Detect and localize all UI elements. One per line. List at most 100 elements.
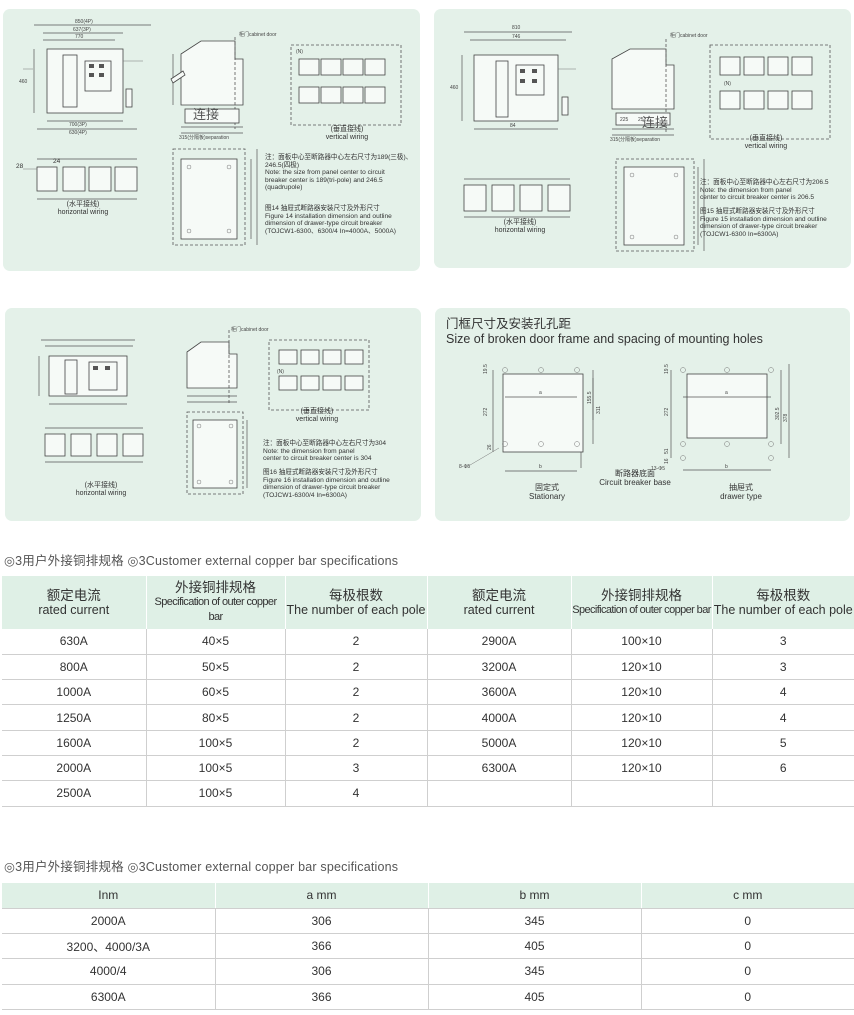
section2-title: ◎3用户外接铜排规格 ◎3Customer external copper ba… bbox=[4, 860, 399, 874]
door-frame-panel: 门框尺寸及安装孔孔距 Size of broken door frame and… bbox=[435, 308, 850, 521]
figure-16-drawing: 柜门cabinet door (N) bbox=[38, 326, 370, 495]
vertical-wiring-label: (垂直接线) vertical wiring bbox=[744, 135, 788, 150]
figure-16-caption: 图16 抽屉式断路器安装尺寸及外形尺寸 Figure 16 installati… bbox=[263, 469, 390, 499]
horizontal-wiring-label: (水平接线) horizontal wiring bbox=[75, 482, 127, 497]
dim-460-label: 460 bbox=[450, 85, 459, 91]
door-frame-drawing: a b 19.5 272 155.5 311 26 8-Φ5 a b 19.5 … bbox=[459, 364, 790, 472]
dim-26-left: 26 bbox=[487, 444, 493, 450]
figure-14-note: 注：面板中心至断路器中心左右尺寸为189(三极)、 246.5(四极) Note… bbox=[265, 154, 413, 192]
figure-14-panel: 850(4P) 637(3P) 770 700(3P) 630(4P) 460 … bbox=[3, 9, 420, 271]
dim-272-left: 272 bbox=[483, 407, 489, 416]
figure-16-note: 注：面板中心至断路器中心左右尺寸为304 Note: the dimension… bbox=[263, 440, 387, 463]
dim-630-label: 630(4P) bbox=[69, 130, 87, 136]
vertical-wiring-diagram bbox=[290, 44, 402, 126]
horizontal-wiring-diagram bbox=[463, 178, 571, 218]
horizontal-wiring-label: (水平接线) horizontal wiring bbox=[494, 219, 546, 234]
section1-title: ◎3用户外接铜排规格 ◎3Customer external copper ba… bbox=[4, 554, 399, 568]
front-view bbox=[461, 31, 576, 130]
dim-311-left: 311 bbox=[596, 406, 602, 414]
horizontal-wiring-diagram bbox=[23, 158, 138, 200]
breaker-base-label: 断路器底面 Circuit breaker base bbox=[599, 469, 671, 487]
cabinet-door-label: 柜门cabinet door bbox=[670, 32, 708, 39]
dim-770-label: 770 bbox=[75, 34, 84, 40]
header-inm: Inm bbox=[2, 883, 216, 909]
dim-460-label: 460 bbox=[19, 79, 28, 85]
dim-16-right: 16 bbox=[664, 458, 670, 464]
horizontal-wiring-label: (水平接线) horizontal wiring bbox=[57, 201, 109, 216]
frame-dimension-table-header: Inm a mm b mm c mm bbox=[2, 883, 854, 909]
neutral-mark: (N) bbox=[277, 369, 284, 375]
front-view bbox=[23, 24, 151, 130]
figure-16-panel: 柜门cabinet door (N) bbox=[5, 308, 421, 521]
header-a-mm: a mm bbox=[215, 883, 429, 909]
dim-637-label: 637(3P) bbox=[73, 27, 91, 33]
dim-272-right: 272 bbox=[664, 407, 670, 416]
connection-stamp: 连接 bbox=[193, 107, 219, 122]
dim-252-label: 252 bbox=[638, 117, 647, 123]
dim-746-label: 746 bbox=[512, 34, 521, 40]
vertical-wiring-diagram bbox=[268, 339, 370, 411]
dim-225-label: 225 bbox=[620, 117, 629, 123]
vertical-wiring-diagram bbox=[709, 44, 831, 140]
dim-a-right: a bbox=[725, 390, 728, 396]
dim-51-right: 51 bbox=[664, 448, 670, 454]
separation-label: 315(分隔板)separation bbox=[179, 134, 229, 141]
figure-15-panel: 810 746 460 84 柜门cabinet door 315(分隔板)se… bbox=[434, 9, 851, 268]
dim-84-label: 84 bbox=[510, 123, 516, 129]
dim-810-label: 810 bbox=[512, 25, 521, 31]
side-view bbox=[170, 37, 244, 134]
drawer-frame bbox=[670, 364, 790, 471]
figure-15-note: 注：面板中心至断路器中心左右尺寸为206.5 Note: the dimensi… bbox=[700, 179, 829, 202]
door-frame-title-en: Size of broken door frame and spacing of… bbox=[446, 332, 763, 346]
hole-13-phi5-label: 13-Φ5 bbox=[651, 466, 665, 472]
connection-stamp: 连接 bbox=[642, 115, 668, 130]
mounting-plate-view bbox=[172, 148, 258, 246]
vertical-wiring-label: (垂直接线) vertical wiring bbox=[325, 126, 369, 141]
mounting-plate-view bbox=[186, 411, 248, 495]
dim-850-label: 850(4P) bbox=[75, 19, 93, 25]
door-frame-title-cn: 门框尺寸及安装孔孔距 bbox=[446, 317, 572, 331]
dim-19.5-right: 19.5 bbox=[664, 364, 670, 374]
dim-155.5-left: 155.5 bbox=[587, 391, 593, 404]
figure-15-drawing: 810 746 460 84 柜门cabinet door 315(分隔板)se… bbox=[450, 25, 831, 252]
neutral-mark: (N) bbox=[724, 81, 731, 87]
cabinet-door-label: 柜门cabinet door bbox=[239, 31, 277, 38]
dim-700-label: 700(3P) bbox=[69, 122, 87, 128]
dim-378-right: 378 bbox=[783, 413, 789, 422]
dim-19.5-left: 19.5 bbox=[483, 364, 489, 374]
front-view bbox=[38, 339, 135, 405]
header-c-mm: c mm bbox=[641, 883, 854, 909]
dim-b-left: b bbox=[539, 464, 542, 470]
horizontal-wiring-diagram bbox=[44, 427, 144, 463]
cabinet-door-label: 柜门cabinet door bbox=[231, 326, 269, 333]
figure-15-caption: 图15 抽屉式断路器安装尺寸及外形尺寸 Figure 15 installati… bbox=[700, 208, 827, 238]
side-view bbox=[611, 39, 675, 136]
mounting-plate-view bbox=[615, 158, 705, 252]
dim-302.5-right: 302.5 bbox=[775, 407, 781, 420]
stationary-frame bbox=[464, 367, 594, 472]
dim-b-right: b bbox=[725, 464, 728, 470]
separation-label: 315(分隔板)separation bbox=[610, 136, 660, 143]
dim-28-label: 28 bbox=[16, 163, 24, 170]
neutral-mark: (N) bbox=[296, 49, 303, 55]
side-view bbox=[186, 330, 238, 404]
